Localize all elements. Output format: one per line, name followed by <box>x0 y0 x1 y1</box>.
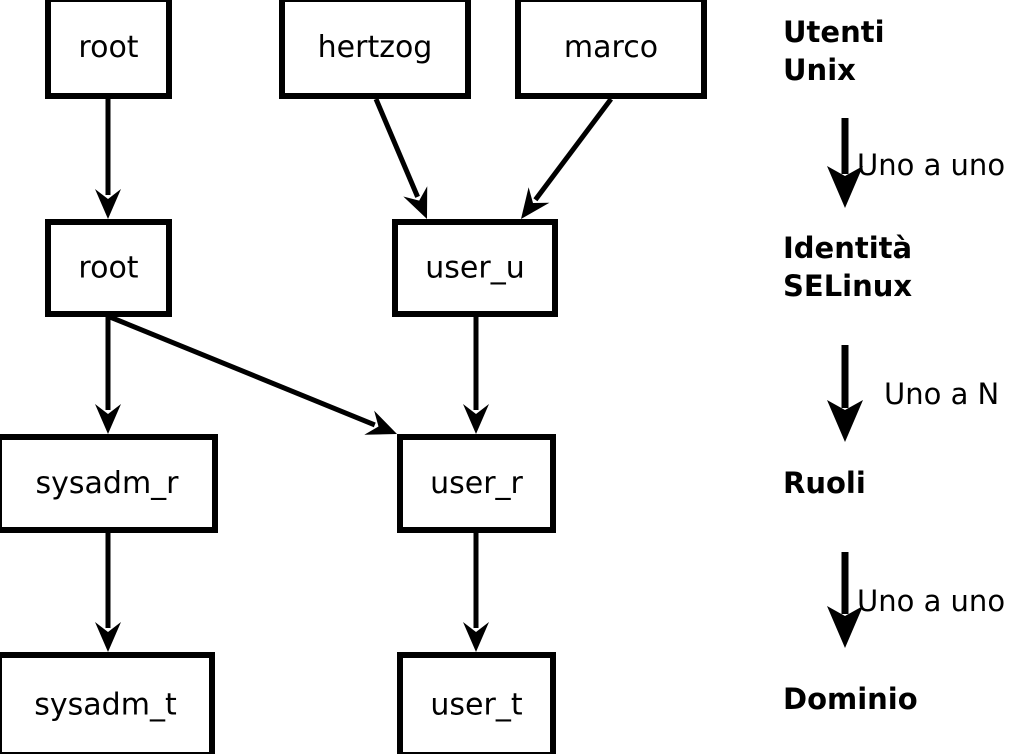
node-marco[interactable]: marco <box>515 0 707 99</box>
legend-arrowhead-icon <box>827 400 863 442</box>
legend-stage-line: SELinux <box>783 269 912 303</box>
edges-layer <box>95 97 614 652</box>
edge-marco-to-user_u <box>521 97 614 219</box>
node-label: root <box>78 30 138 65</box>
node-label: root <box>78 251 138 286</box>
node-box <box>0 652 215 754</box>
node-user_r[interactable]: user_r <box>397 434 556 533</box>
edge-root_id-to-sysadm_r <box>95 317 121 434</box>
relation-uno-a-uno-1: Uno a uno <box>827 118 1005 208</box>
edge-line <box>109 314 376 428</box>
node-box <box>0 434 218 533</box>
edge-arrowhead-icon <box>95 189 121 219</box>
node-label: user_r <box>430 466 523 501</box>
node-label: sysadm_t <box>34 688 177 723</box>
node-user_t[interactable]: user_t <box>397 652 556 754</box>
node-user_u[interactable]: user_u <box>392 219 558 317</box>
edge-arrowhead-icon <box>364 410 397 435</box>
relation-uno-a-uno-2: Uno a uno <box>827 552 1005 648</box>
edge-arrowhead-icon <box>95 622 121 652</box>
node-label: hertzog <box>318 30 433 65</box>
node-label: marco <box>564 30 658 65</box>
node-hertzog[interactable]: hertzog <box>279 0 471 99</box>
node-label: sysadm_r <box>36 466 180 501</box>
edge-arrowhead-icon <box>463 622 489 652</box>
edge-sysadm_r-to-sysadm_t <box>95 533 121 652</box>
legend-stage-line: Dominio <box>783 682 918 716</box>
legend-stage-line: Identità <box>783 231 912 265</box>
edge-user_u-to-user_r <box>463 317 489 434</box>
node-box <box>45 219 172 317</box>
node-root_id[interactable]: root <box>45 219 172 317</box>
edge-arrowhead-icon <box>463 404 489 434</box>
node-box <box>392 219 558 317</box>
legend-relation-label: Uno a uno <box>857 584 1005 618</box>
edge-arrowhead-icon <box>521 187 550 219</box>
stage-dominio: Dominio <box>783 682 918 716</box>
edge-root_id-to-user_r <box>109 314 397 435</box>
node-box <box>515 0 707 99</box>
edge-line <box>533 97 614 202</box>
node-box <box>397 434 556 533</box>
legend-stage-line: Utenti <box>783 15 885 49</box>
edge-arrowhead-icon <box>95 404 121 434</box>
stage-ruoli: Ruoli <box>783 466 866 500</box>
edge-root_unix-to-root_id <box>95 99 121 219</box>
node-sysadm_r[interactable]: sysadm_r <box>0 434 218 533</box>
node-sysadm_t[interactable]: sysadm_t <box>0 652 215 754</box>
edge-user_r-to-user_t <box>463 533 489 652</box>
legend-relation-label: Uno a uno <box>857 148 1005 182</box>
edge-arrowhead-icon <box>403 186 428 219</box>
node-box <box>45 0 172 99</box>
legend-stage-line: Unix <box>783 53 856 87</box>
node-label: user_u <box>425 251 524 286</box>
node-root_unix[interactable]: root <box>45 0 172 99</box>
legend-relation-label: Uno a N <box>884 377 999 411</box>
edge-line <box>373 98 420 198</box>
nodes-layer: root hertzog marco root user_u sysadm_r user_r… <box>0 0 707 754</box>
legend-arrowhead-icon <box>827 606 863 648</box>
node-label: user_t <box>430 688 522 723</box>
legend-arrowhead-icon <box>827 166 863 208</box>
relation-uno-a-n: Uno a N <box>827 345 999 442</box>
node-box <box>397 652 556 754</box>
node-box <box>279 0 471 99</box>
legend-stage-line: Ruoli <box>783 466 866 500</box>
edge-hertzog-to-user_u <box>373 98 428 219</box>
